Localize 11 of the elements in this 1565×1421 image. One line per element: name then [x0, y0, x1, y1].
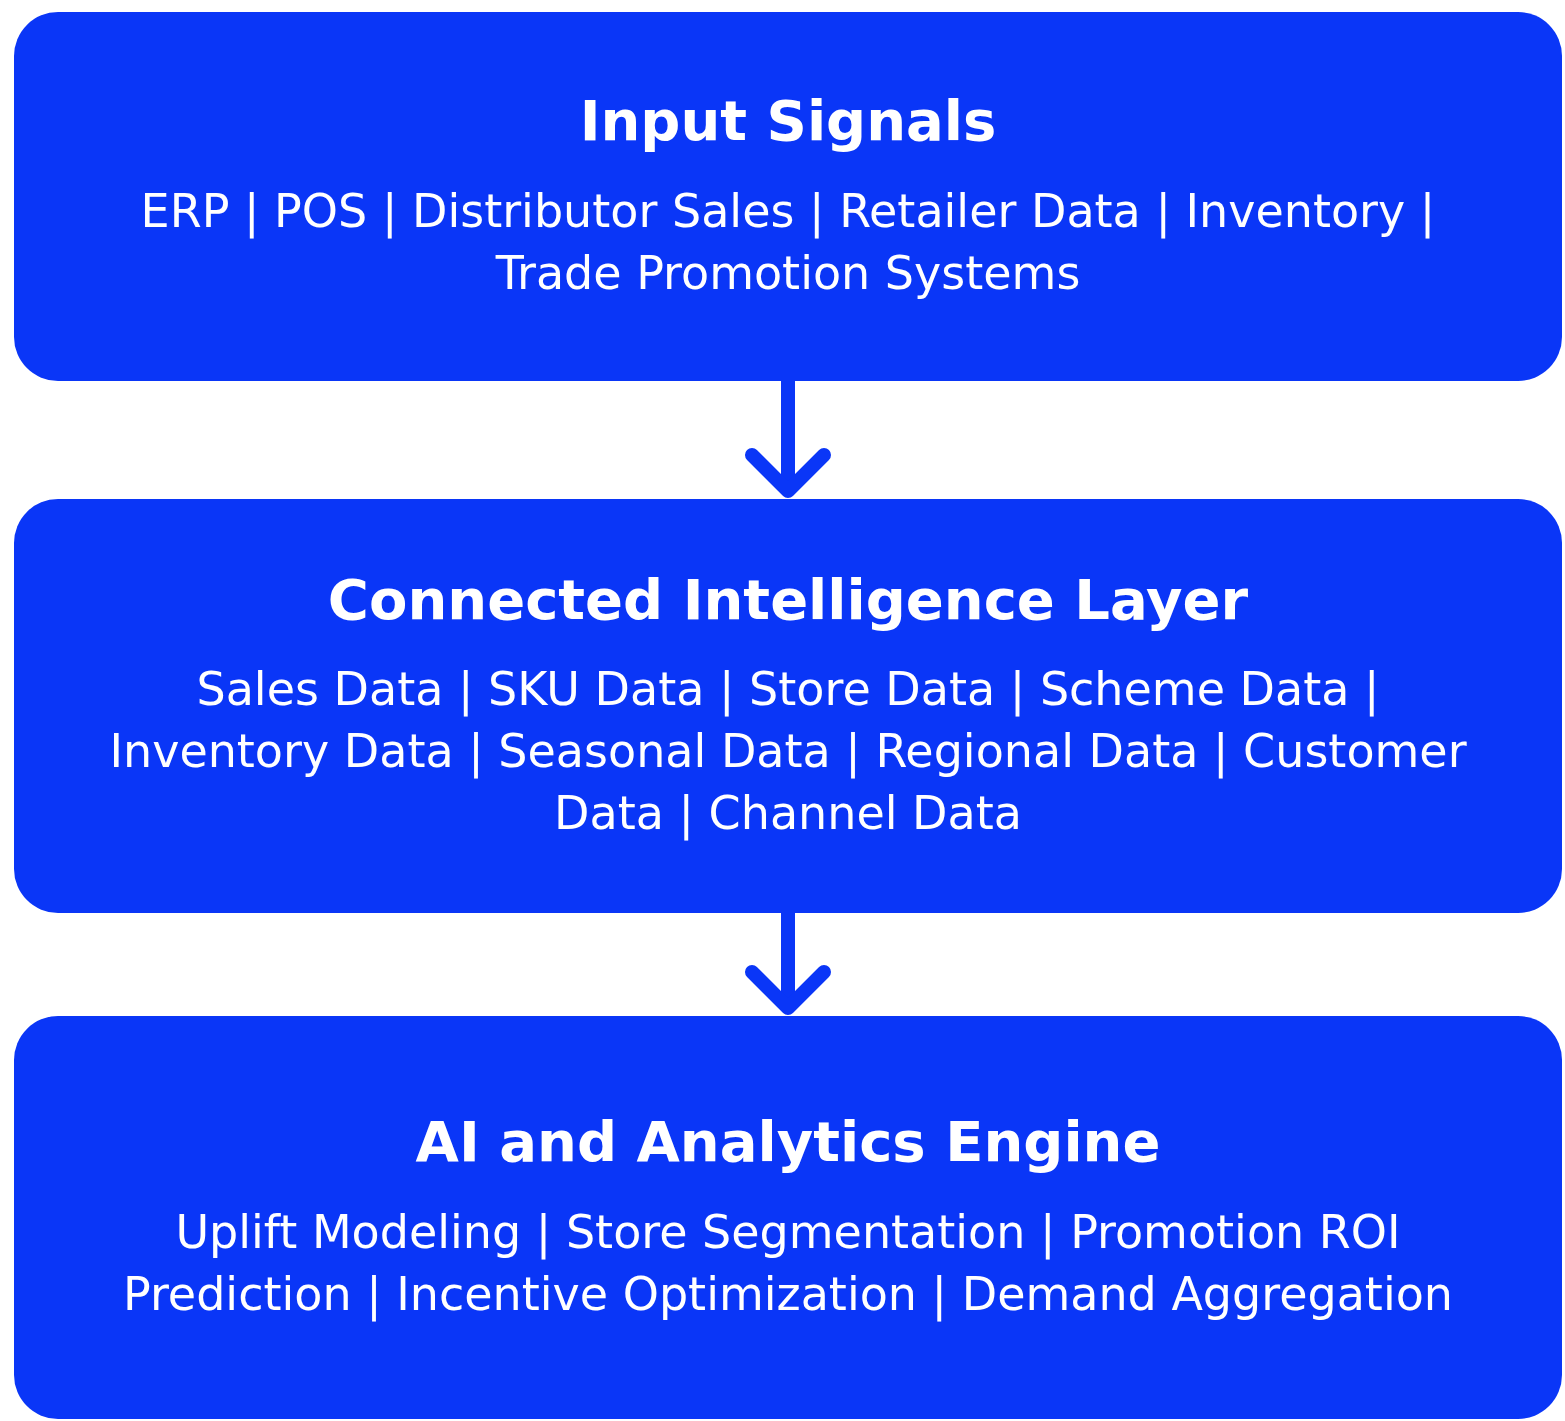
box-description: Sales Data | SKU Data | Store Data | Scheme Data | Inventory Data | Seasonal Data | Regional Data | Customer Data | Channel Data — [108, 661, 1468, 843]
arrow — [745, 381, 831, 498]
box-heading: AI and Analytics Engine — [415, 1110, 1161, 1175]
box-heading: Connected Intelligence Layer — [327, 567, 1249, 633]
arrow — [745, 913, 831, 1015]
box-heading: Input Signals — [579, 89, 997, 154]
process-box — [14, 1016, 1562, 1419]
process-box — [14, 12, 1562, 381]
box-description: ERP | POS | Distributor Sales | Retailer Data | Inventory | Trade Promotion Systems — [139, 182, 1437, 302]
process-box — [14, 499, 1562, 913]
box-description: Uplift Modeling | Store Segmentation | Promotion ROI Prediction | Incentive Optimization | Demand Aggregation — [122, 1203, 1454, 1324]
